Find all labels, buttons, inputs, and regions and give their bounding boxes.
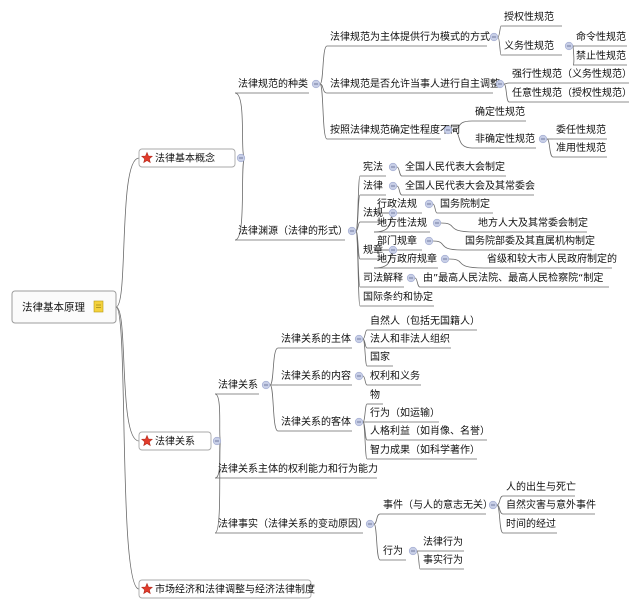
- collapse-toggle-icon[interactable]: [406, 273, 416, 283]
- node-b1-0-2-1-label: 行为（如运输）: [370, 406, 440, 419]
- branch-label: 法律关系: [155, 435, 195, 448]
- node-b1-0-1-label: 法律关系的内容: [281, 369, 351, 382]
- node-b0-0-0-1-label: 义务性规范: [504, 39, 554, 52]
- root-label: 法律基本原理: [22, 301, 85, 314]
- node-b0-1-3-label: 规章: [363, 243, 383, 256]
- collapse-toggle-icon[interactable]: [388, 245, 398, 255]
- star-icon: [141, 151, 153, 164]
- node-b0-1-3-1-0-label: 省级和较大市人民政府制定的: [487, 252, 617, 265]
- node-b1-0-2-2-label: 人格利益（如肖像、名誉）: [370, 424, 490, 437]
- node-b0-0-0-1-0-label: 命令性规范: [576, 30, 626, 43]
- collapse-toggle-icon[interactable]: [495, 79, 505, 89]
- collapse-toggle-icon[interactable]: [261, 380, 271, 390]
- branch-box[interactable]: [138, 148, 236, 168]
- collapse-toggle-icon[interactable]: [212, 436, 222, 446]
- node-b0-1-2-0-0-label: 国务院制定: [440, 197, 490, 210]
- collapse-toggle-icon[interactable]: [440, 254, 450, 264]
- node-b1-0-1-0-label: 权利和义务: [370, 369, 420, 382]
- node-b1-2-0-1-label: 自然灾害与意外事件: [506, 498, 596, 511]
- connector-lines: [115, 25, 629, 590]
- node-b0-0-0-label: 法律规范为主体提供行为模式的方式: [330, 30, 490, 43]
- node-b0-0-label: 法律规范的种类: [238, 77, 308, 90]
- collapse-toggle-icon[interactable]: [489, 32, 499, 42]
- node-b1-0-2-0-label: 物: [370, 388, 380, 401]
- node-b1-2-1-label: 行为: [383, 544, 403, 557]
- collapse-toggle-icon[interactable]: [365, 519, 375, 529]
- node-b0-0-1-0-label: 强行性规范（义务性规范）: [512, 67, 632, 80]
- collapse-toggle-icon[interactable]: [408, 546, 418, 556]
- collapse-toggle-icon[interactable]: [564, 41, 574, 51]
- collapse-toggle-icon[interactable]: [488, 500, 498, 510]
- node-b1-0-0-2-label: 国家: [370, 350, 390, 363]
- node-b0-0-2-1-0-label: 委任性规范: [556, 123, 606, 136]
- node-b0-1-2-1-0-label: 地方人大及其常委会制定: [478, 216, 588, 229]
- node-b0-1-3-1-label: 地方政府规章: [377, 252, 437, 265]
- node-b0-0-1-1-label: 任意性规范（授权性规范）: [512, 86, 632, 99]
- node-b0-0-2-1-label: 非确定性规范: [475, 132, 535, 145]
- node-b0-1-0-label: 宪法: [363, 160, 383, 173]
- node-b0-0-1-label: 法律规范是否允许当事人进行自主调整: [330, 77, 500, 90]
- node-b0-0-2-1-1-label: 准用性规范: [556, 141, 606, 154]
- node-b0-0-0-1-1-label: 禁止性规范: [576, 49, 626, 62]
- note-icon[interactable]: [93, 300, 104, 313]
- collapse-toggle-icon[interactable]: [354, 371, 364, 381]
- branch-label: 市场经济和法律调整与经济法律制度: [155, 583, 315, 596]
- node-b1-0-0-1-label: 法人和非法人组织: [370, 332, 450, 345]
- node-b1-0-2-label: 法律关系的客体: [281, 415, 351, 428]
- node-b1-2-1-1-label: 事实行为: [423, 553, 463, 566]
- collapse-toggle-icon[interactable]: [388, 208, 398, 218]
- branch-box[interactable]: [138, 579, 312, 599]
- collapse-toggle-icon[interactable]: [424, 236, 434, 246]
- node-b0-1-1-0-label: 全国人民代表大会及其常委会: [405, 179, 535, 192]
- node-b0-0-2-label: 按照法律规范确定性程度不同: [330, 123, 460, 136]
- node-b0-1-4-0-label: 由”最高人民法院、最高人民检察院“制定: [423, 271, 603, 284]
- collapse-toggle-icon[interactable]: [354, 334, 364, 344]
- collapse-toggle-icon[interactable]: [538, 134, 548, 144]
- collapse-toggle-icon[interactable]: [424, 199, 434, 209]
- node-b0-1-5-label: 国际条约和协定: [363, 290, 433, 303]
- node-b1-0-0-label: 法律关系的主体: [281, 332, 351, 345]
- collapse-toggle-icon[interactable]: [347, 226, 357, 236]
- node-b0-1-label: 法律渊源（法律的形式）: [238, 224, 348, 237]
- node-b1-2-1-0-label: 法律行为: [423, 535, 463, 548]
- node-b1-0-label: 法律关系: [218, 378, 258, 391]
- collapse-toggle-icon[interactable]: [388, 162, 398, 172]
- root-node[interactable]: [11, 290, 117, 324]
- node-b1-2-label: 法律事实（法律关系的变动原因）: [218, 517, 368, 530]
- node-b0-1-2-0-label: 行政法规: [377, 197, 417, 210]
- node-b0-0-2-0-label: 确定性规范: [475, 105, 525, 118]
- node-b0-1-0-0-label: 全国人民代表大会制定: [405, 160, 505, 173]
- collapse-toggle-icon[interactable]: [236, 153, 246, 163]
- collapse-toggle-icon[interactable]: [311, 79, 321, 89]
- collapse-toggle-icon[interactable]: [443, 125, 453, 135]
- node-b0-1-1-label: 法律: [363, 179, 383, 192]
- collapse-toggle-icon[interactable]: [388, 181, 398, 191]
- star-icon: [141, 434, 153, 447]
- branch-box[interactable]: [138, 431, 212, 451]
- node-b1-0-2-3-label: 智力成果（如科学著作）: [370, 443, 480, 456]
- node-b0-1-2-1-label: 地方性法规: [377, 216, 427, 229]
- star-icon: [141, 582, 153, 595]
- node-b0-1-2-label: 法规: [363, 206, 383, 219]
- node-b1-2-0-0-label: 人的出生与死亡: [506, 480, 576, 493]
- branch-label: 法律基本概念: [155, 152, 215, 165]
- node-b1-1-label: 法律关系主体的权利能力和行为能力: [218, 462, 378, 475]
- node-b1-0-0-0-label: 自然人（包括无国籍人）: [370, 314, 480, 327]
- nodes: 法律基本原理 法律基本概念 法律规范的种类 法律规范为主体提供行为模式的方式 授权性规范…: [11, 10, 632, 599]
- node-b1-2-0-label: 事件（与人的意志无关）: [383, 498, 493, 511]
- node-b0-0-0-0-label: 授权性规范: [504, 10, 554, 23]
- collapse-toggle-icon[interactable]: [354, 417, 364, 427]
- collapse-toggle-icon[interactable]: [432, 218, 442, 228]
- node-b0-1-4-label: 司法解释: [363, 271, 403, 284]
- node-b1-2-0-2-label: 时间的经过: [506, 517, 556, 530]
- node-b0-1-3-0-0-label: 国务院部委及其直属机构制定: [465, 234, 595, 247]
- node-b0-1-3-0-label: 部门规章: [377, 234, 417, 247]
